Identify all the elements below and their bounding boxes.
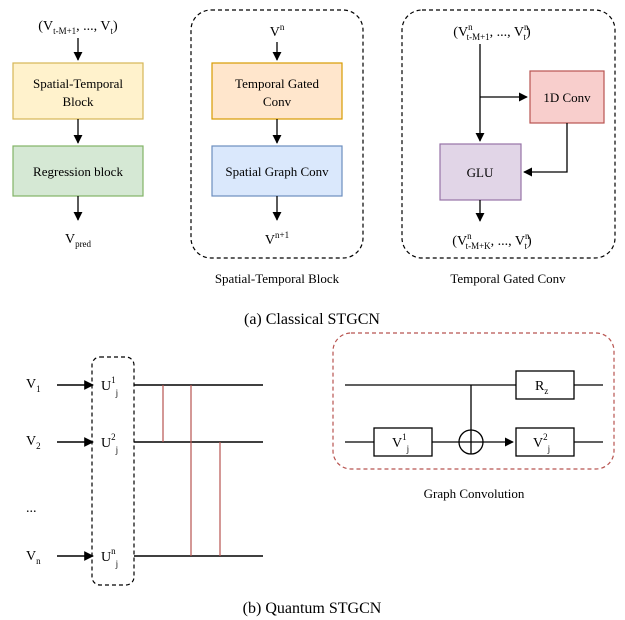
wire-label-v1: V1	[26, 377, 41, 394]
v2-gate-box	[515, 427, 575, 457]
middle-output-label: Vn+1	[265, 230, 289, 248]
middle-input-label: Vn	[270, 22, 285, 40]
spatial-temporal-block-detail: Vn Temporal Gated Conv Spatial Graph Con…	[190, 9, 364, 286]
glu-label: GLU	[467, 165, 494, 180]
sgc-label: Spatial Graph Conv	[225, 164, 329, 179]
stb-label-line1: Spatial-Temporal	[33, 76, 123, 91]
regression-label: Regression block	[33, 164, 123, 179]
gate-u1: U1j	[101, 375, 118, 398]
classical-left-pipeline: (Vt-M+1, ..., Vt) Spatial-Temporal Block…	[12, 19, 144, 249]
regression-block-box	[12, 145, 144, 197]
v1-gate-label: V1j	[392, 432, 409, 454]
quantum-circuit: V1 V2 ... Vn U1j U2j Unj	[26, 356, 263, 586]
wire-label-v2: V2	[26, 434, 41, 451]
glu-box	[439, 143, 522, 201]
v1-gate-box	[373, 427, 433, 457]
rz-gate-label: Rz	[535, 379, 548, 396]
caption-a: (a) Classical STGCN	[244, 311, 380, 328]
v2-gate-label: V2j	[533, 432, 550, 454]
arrow-1dconv-to-glu	[523, 123, 568, 177]
spatial-temporal-block-box	[12, 62, 144, 120]
tgc-label-line2: Conv	[263, 94, 292, 109]
stb-caption: Spatial-Temporal Block	[215, 271, 340, 286]
graph-convolution-detail: Rz V1j V2j Graph Convolution	[332, 332, 615, 501]
tgc-label-line1: Temporal Gated	[235, 76, 319, 91]
conv-1d-label: 1D Conv	[543, 90, 591, 105]
gate-u2: U2j	[101, 432, 118, 455]
wire-label-dots: ...	[26, 501, 37, 516]
caption-b: (b) Quantum STGCN	[243, 600, 382, 617]
temporal-gated-conv-box	[211, 62, 343, 120]
stb-label-line2: Block	[62, 94, 94, 109]
graph-conv-caption: Graph Convolution	[424, 486, 525, 501]
stb-dashed-container	[190, 9, 364, 259]
wire-label-vn: Vn	[26, 549, 41, 566]
tgc-caption: Temporal Gated Conv	[450, 271, 566, 286]
left-input-label: (Vt-M+1, ..., Vt)	[38, 19, 118, 36]
tgc-dashed-container	[401, 9, 616, 259]
unitary-gates-container	[91, 356, 135, 586]
graph-conv-dashed-container	[332, 332, 615, 470]
gate-un: Unj	[101, 546, 118, 569]
spatial-graph-conv-box	[211, 145, 343, 197]
left-output-label: Vpred	[65, 232, 92, 249]
